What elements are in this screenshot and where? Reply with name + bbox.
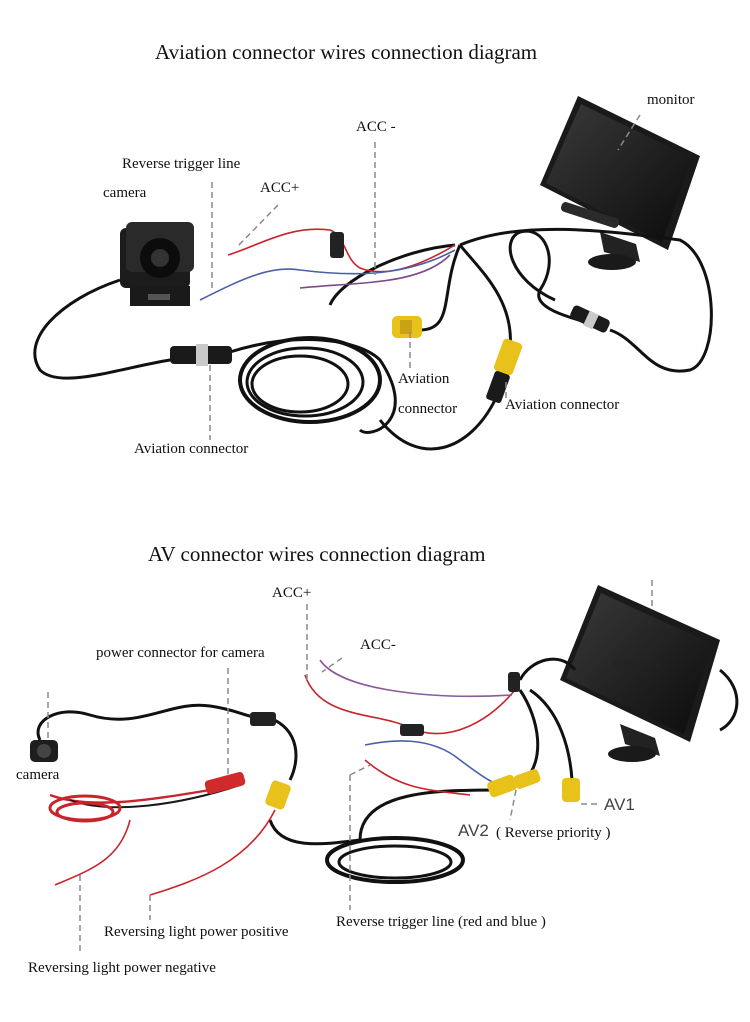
top-connector-4 — [570, 305, 610, 333]
top-black-cables — [33, 227, 713, 451]
bottom-camera-icon — [30, 740, 58, 762]
bottom-title: AV connector wires connection diagram — [148, 542, 486, 566]
bottom-label-light-negative: Reversing light power negative — [28, 960, 216, 976]
bottom-label-av1: AV1 — [604, 795, 635, 814]
top-camera-icon — [120, 222, 194, 306]
top-signal-wires — [199, 228, 456, 301]
top-label-aviation-1b: connector — [398, 401, 458, 417]
bottom-leader-lines — [47, 580, 653, 955]
top-diagram — [33, 96, 713, 451]
bottom-rca-av2 — [487, 769, 541, 798]
top-label-acc-minus: ACC - — [356, 119, 396, 135]
top-connector-3 — [486, 338, 523, 403]
bottom-acc-fuse — [400, 724, 424, 736]
top-monitor-icon — [540, 96, 700, 270]
bottom-label-reverse-priority: ( Reverse priority ) — [496, 825, 611, 841]
top-label-acc-plus: ACC+ — [260, 180, 300, 196]
bottom-diagram — [30, 580, 739, 955]
bottom-power-plug — [250, 712, 276, 726]
bottom-label-light-positive: Reversing light power positive — [104, 924, 289, 940]
top-label-camera: camera — [103, 185, 147, 201]
bottom-label-acc-minus: ACC- — [360, 637, 396, 653]
bottom-label-monitor: monitor — [612, 655, 660, 671]
bottom-label-reverse-trigger: Reverse trigger line (red and blue ) — [336, 914, 546, 930]
top-acc-fuse — [330, 232, 344, 258]
bottom-red-coil — [48, 794, 122, 823]
bottom-label-acc-plus: ACC+ — [272, 585, 312, 601]
bottom-harness-plug — [508, 672, 520, 692]
bottom-red-connector — [204, 771, 246, 795]
bottom-label-power-connector: power connector for camera — [96, 645, 265, 661]
top-label-monitor: monitor — [647, 92, 695, 108]
bottom-signal-wires — [49, 659, 516, 896]
top-connector-2 — [392, 316, 422, 338]
bottom-label-camera: camera — [16, 767, 60, 783]
top-label-reverse-trigger: Reverse trigger line — [122, 156, 241, 172]
bottom-label-av2: AV2 — [458, 821, 489, 840]
top-label-aviation-2: Aviation connector — [505, 397, 620, 413]
bottom-rca-1 — [265, 780, 291, 810]
top-connector-1 — [170, 344, 232, 366]
top-label-aviation-3: Aviation connector — [134, 441, 249, 457]
bottom-rca-av1 — [562, 778, 580, 802]
bottom-monitor-icon — [560, 585, 720, 762]
bottom-black-cables — [36, 657, 739, 884]
top-title: Aviation connector wires connection diag… — [155, 40, 538, 64]
top-label-aviation-1: Aviation — [398, 371, 450, 387]
top-leader-lines — [209, 114, 641, 440]
